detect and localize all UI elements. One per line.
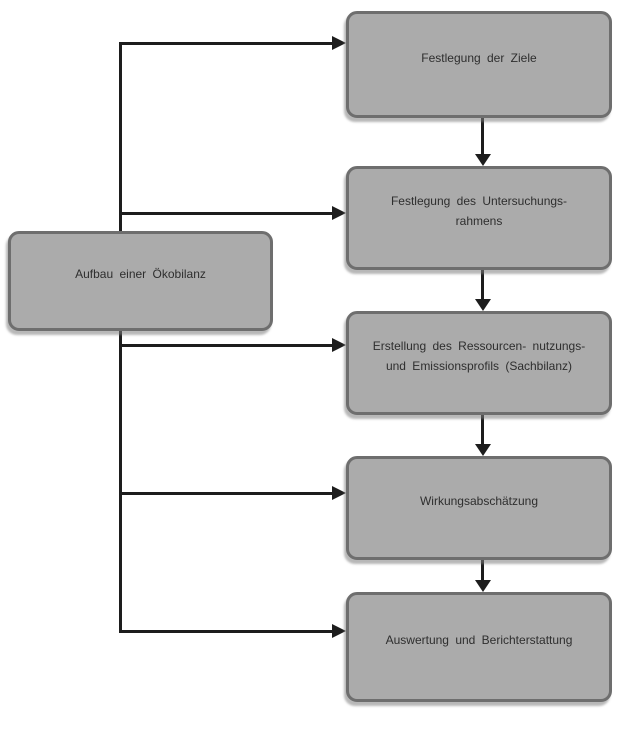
node-label: Auswertung und Berichterstattung <box>385 633 573 647</box>
arrow-step-3-to-step-4 <box>481 415 484 445</box>
arrowhead-right-icon <box>332 338 346 352</box>
arrowhead-down-icon <box>474 299 491 311</box>
arrow-source-to-step-3 <box>119 344 333 347</box>
node-label: Erstellung des Ressourcen- nutzungs- und… <box>372 339 586 373</box>
arrowhead-down-icon <box>474 444 491 456</box>
node-label: Festlegung der Ziele <box>421 50 537 65</box>
arrowhead-right-icon <box>332 36 346 50</box>
node-auswertung-und-berichterstattung: Auswertung und Berichterstattung <box>346 592 612 702</box>
arrow-step-2-to-step-3 <box>481 270 484 300</box>
arrowhead-right-icon <box>332 624 346 638</box>
arrowhead-right-icon <box>332 486 346 500</box>
node-label: Wirkungsabschätzung <box>419 494 539 508</box>
arrow-step-1-to-step-2 <box>481 118 484 155</box>
node-aufbau-einer-oekobilanz: Aufbau einer Ökobilanz <box>8 231 273 331</box>
arrowhead-right-icon <box>332 206 346 220</box>
branch-trunk-line <box>119 43 122 633</box>
arrow-source-to-step-2 <box>119 212 333 215</box>
node-wirkungsabschaetzung: Wirkungsabschätzung <box>346 456 612 560</box>
arrow-source-to-step-4 <box>119 492 333 495</box>
node-label: Aufbau einer Ökobilanz <box>75 267 206 281</box>
arrow-source-to-step-1 <box>119 42 333 45</box>
arrow-source-to-step-5 <box>119 630 333 633</box>
node-label: Festlegung des Untersuchungs- rahmens <box>390 194 568 228</box>
arrowhead-down-icon <box>474 154 491 166</box>
node-festlegung-der-ziele: Festlegung der Ziele <box>346 11 612 118</box>
arrowhead-down-icon <box>474 580 491 592</box>
node-erstellung-sachbilanz: Erstellung des Ressourcen- nutzungs- und… <box>346 311 612 415</box>
node-festlegung-des-untersuchungsrahmens: Festlegung des Untersuchungs- rahmens <box>346 166 612 270</box>
arrow-step-4-to-step-5 <box>481 560 484 581</box>
